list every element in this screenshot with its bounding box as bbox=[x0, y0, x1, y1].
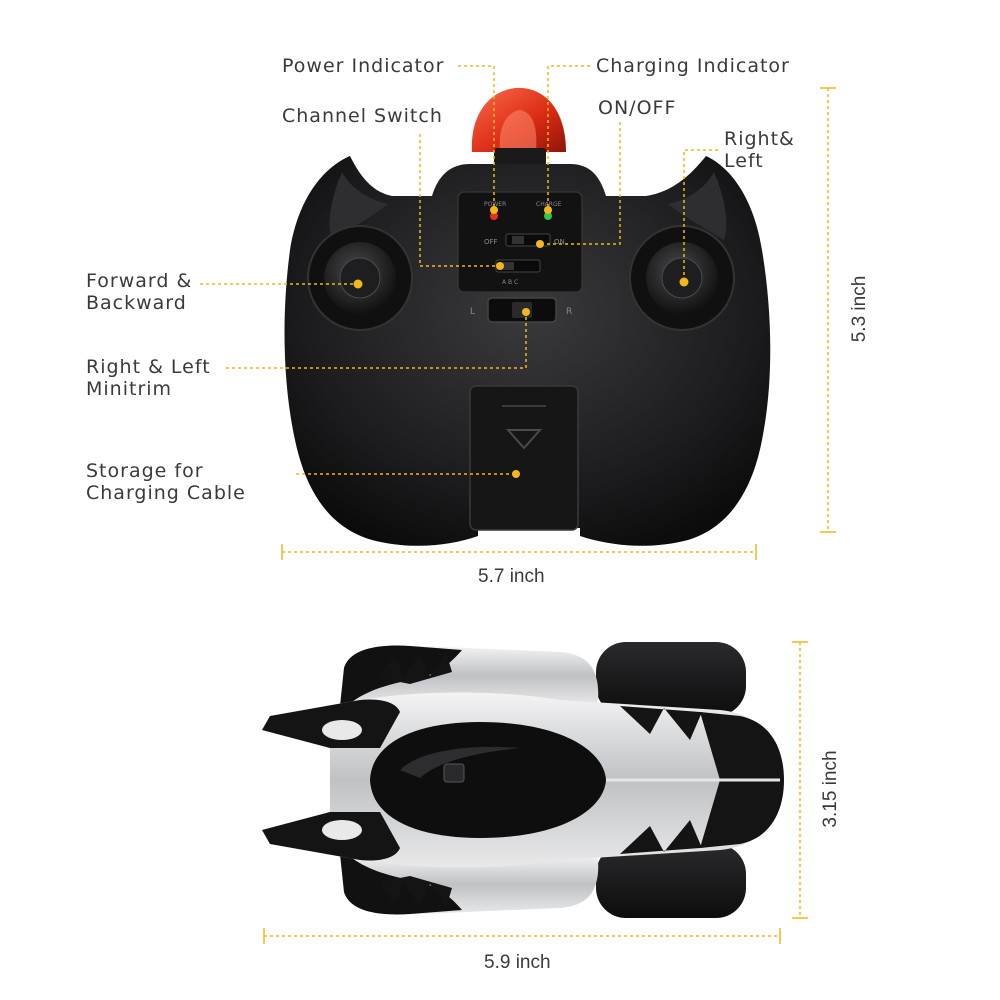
flame-trim-top bbox=[620, 706, 728, 750]
storage-label: Storage for Charging Cable bbox=[86, 460, 246, 504]
pod-flame-top bbox=[380, 652, 452, 684]
forward-backward-line2: Backward bbox=[86, 292, 187, 314]
car-width-label: 5.9 inch bbox=[484, 952, 551, 973]
channel-switch-label: Channel Switch bbox=[282, 105, 443, 127]
remote-width-label: 5.7 inch bbox=[478, 566, 545, 587]
label-on: ON bbox=[554, 238, 565, 246]
charging-indicator-line bbox=[547, 65, 590, 210]
pod-flame-bottom bbox=[380, 876, 452, 908]
dimension-lines bbox=[263, 87, 836, 944]
callout-lines bbox=[200, 65, 718, 475]
channel-switch-line bbox=[419, 134, 500, 267]
cockpit-canopy bbox=[370, 722, 606, 838]
label-power: POWER bbox=[484, 201, 506, 208]
on-off-label: ON/OFF bbox=[598, 97, 677, 119]
power-indicator-dot bbox=[490, 206, 498, 214]
canopy-shine bbox=[400, 746, 520, 778]
channel-slider bbox=[502, 262, 514, 270]
right-left-label-line1: Right& bbox=[724, 128, 795, 150]
callout-dots bbox=[353, 206, 689, 478]
car-height-label: 3.15 inch bbox=[820, 750, 841, 828]
storage-dot bbox=[512, 470, 520, 478]
power-indicator-line bbox=[458, 65, 495, 210]
forward-backward-dot bbox=[353, 279, 363, 289]
power-indicator-label: Power Indicator bbox=[282, 55, 445, 77]
label-l: L bbox=[470, 307, 475, 317]
battery-cover bbox=[469, 385, 579, 531]
label-off: OFF bbox=[484, 238, 498, 246]
charge-led bbox=[544, 212, 552, 220]
remote-controller: POWER CHARGE OFF ON A B C L R bbox=[284, 87, 771, 546]
antenna-light-highlight bbox=[499, 110, 537, 150]
minitrim-label: Right & Left Minitrim bbox=[86, 356, 211, 400]
on-off-slider bbox=[512, 236, 524, 244]
minitrim-line1: Right & Left bbox=[86, 356, 211, 378]
rc-car bbox=[262, 642, 784, 918]
charging-indicator-dot bbox=[544, 206, 552, 214]
minitrim-line2: Minitrim bbox=[86, 378, 173, 400]
minitrim-line bbox=[226, 314, 527, 369]
camera-box bbox=[443, 763, 465, 783]
rear-tire-top bbox=[596, 642, 746, 716]
forward-backward-line1: Forward & bbox=[86, 270, 193, 292]
remote-height-label: 5.3 inch bbox=[849, 275, 870, 343]
label-r: R bbox=[566, 307, 572, 317]
left-horn-groove bbox=[329, 172, 388, 240]
channel-switch-dot bbox=[496, 262, 504, 270]
minitrim-dot bbox=[522, 308, 530, 316]
antenna-base bbox=[494, 148, 546, 166]
right-left-label: Right& Left bbox=[724, 128, 795, 172]
on-off-line bbox=[540, 122, 621, 245]
label-channels: A B C bbox=[502, 279, 518, 286]
battery-cover-arrow bbox=[505, 429, 543, 450]
storage-line1: Storage for bbox=[86, 460, 204, 482]
power-led bbox=[490, 212, 498, 220]
wing-light-top bbox=[322, 720, 362, 740]
charging-indicator-label: Charging Indicator bbox=[596, 55, 790, 77]
right-horn-groove bbox=[668, 172, 727, 240]
label-charge: CHARGE bbox=[536, 201, 562, 208]
right-left-label-line2: Left bbox=[724, 150, 764, 172]
right-left-dot bbox=[679, 277, 689, 287]
wing-light-bottom bbox=[322, 820, 362, 840]
rear-tire-bottom bbox=[596, 844, 746, 918]
flame-trim-bottom bbox=[620, 810, 728, 854]
forward-backward-label: Forward & Backward bbox=[86, 270, 192, 314]
on-off-dot bbox=[536, 240, 544, 248]
storage-line2: Charging Cable bbox=[86, 482, 246, 504]
left-stick-cap bbox=[339, 257, 381, 299]
